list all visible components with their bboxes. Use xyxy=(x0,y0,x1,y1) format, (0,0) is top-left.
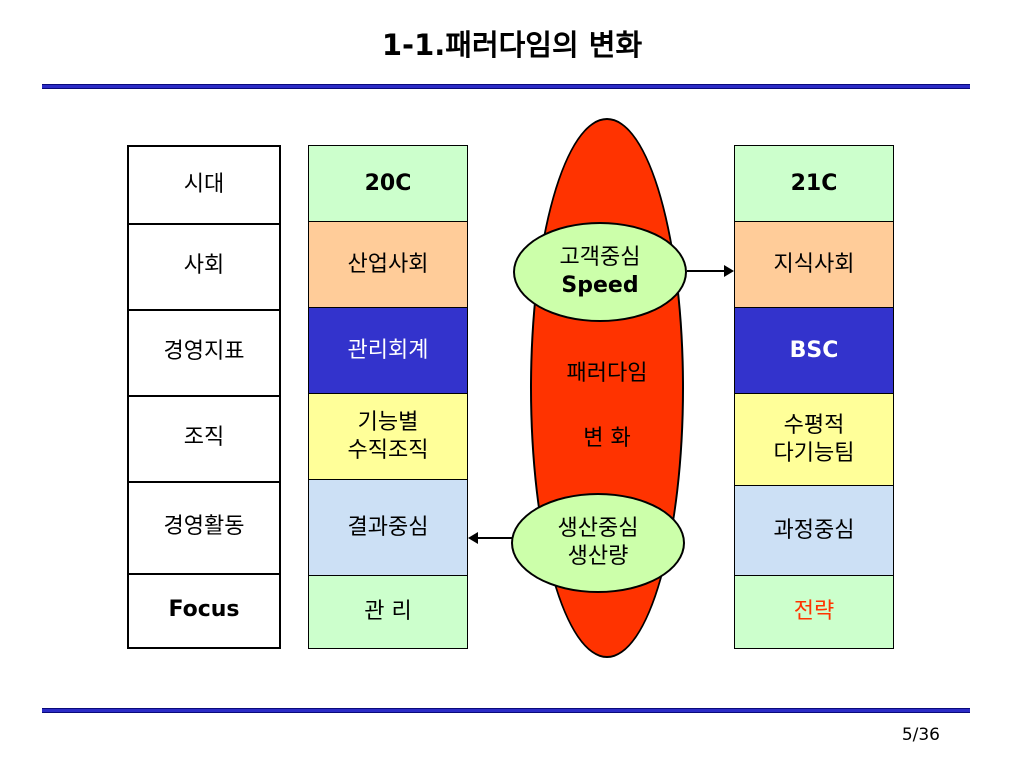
cell-21c-organization: 수평적 다기능팀 xyxy=(734,393,894,485)
bottom-divider xyxy=(42,708,970,713)
cell-21c-organization-line1: 수평적 xyxy=(783,412,845,438)
customer-speed-bubble: 고객중심 Speed xyxy=(513,222,687,322)
label-management-indicator: 경영지표 xyxy=(129,309,279,397)
bubble-top-line2: Speed xyxy=(561,273,639,298)
ellipse-text-line2: 변 화 xyxy=(583,426,631,451)
label-society: 사회 xyxy=(129,223,279,311)
cell-20c-focus: 관 리 xyxy=(308,575,468,649)
arrow-to-21c xyxy=(687,265,734,277)
column-21c: 21C 지식사회 BSC 수평적 다기능팀 과정중심 전략 xyxy=(734,145,894,649)
cell-20c-organization-line2: 수직조직 xyxy=(347,437,429,463)
cell-20c-era: 20C xyxy=(308,145,468,221)
cell-20c-organization-line1: 기능별 xyxy=(357,409,419,435)
cell-20c-activity: 결과중심 xyxy=(308,479,468,575)
cell-20c-society: 산업사회 xyxy=(308,221,468,307)
page-number: 5/36 xyxy=(901,725,940,745)
slide-title: 1-1.패러다임의 변화 xyxy=(381,28,643,62)
label-era: 시대 xyxy=(129,147,279,225)
cell-21c-era: 21C xyxy=(734,145,894,221)
cell-20c-indicator: 관리회계 xyxy=(308,307,468,393)
cell-21c-focus: 전략 xyxy=(734,575,894,649)
bubble-bottom-line2: 생산량 xyxy=(567,544,629,569)
label-focus: Focus xyxy=(168,597,240,622)
production-volume-bubble: 생산중심 생산량 xyxy=(511,493,685,593)
bubble-top-line1: 고객중심 xyxy=(559,245,641,270)
cell-20c-organization: 기능별 수직조직 xyxy=(308,393,468,479)
cell-21c-society: 지식사회 xyxy=(734,221,894,307)
arrow-to-20c xyxy=(468,532,512,544)
cell-21c-indicator: BSC xyxy=(734,307,894,393)
ellipse-text-line1: 패러다임 xyxy=(566,361,648,386)
cell-21c-organization-line2: 다기능팀 xyxy=(773,440,855,466)
cell-21c-activity: 과정중심 xyxy=(734,485,894,575)
top-divider xyxy=(42,84,970,89)
label-management-activity: 경영활동 xyxy=(129,481,279,575)
label-column: 시대 사회 경영지표 조직 경영활동 Focus xyxy=(127,145,281,649)
bubble-bottom-line1: 생산중심 xyxy=(557,516,639,541)
column-20c: 20C 산업사회 관리회계 기능별 수직조직 결과중심 관 리 xyxy=(308,145,468,649)
label-organization: 조직 xyxy=(129,395,279,483)
